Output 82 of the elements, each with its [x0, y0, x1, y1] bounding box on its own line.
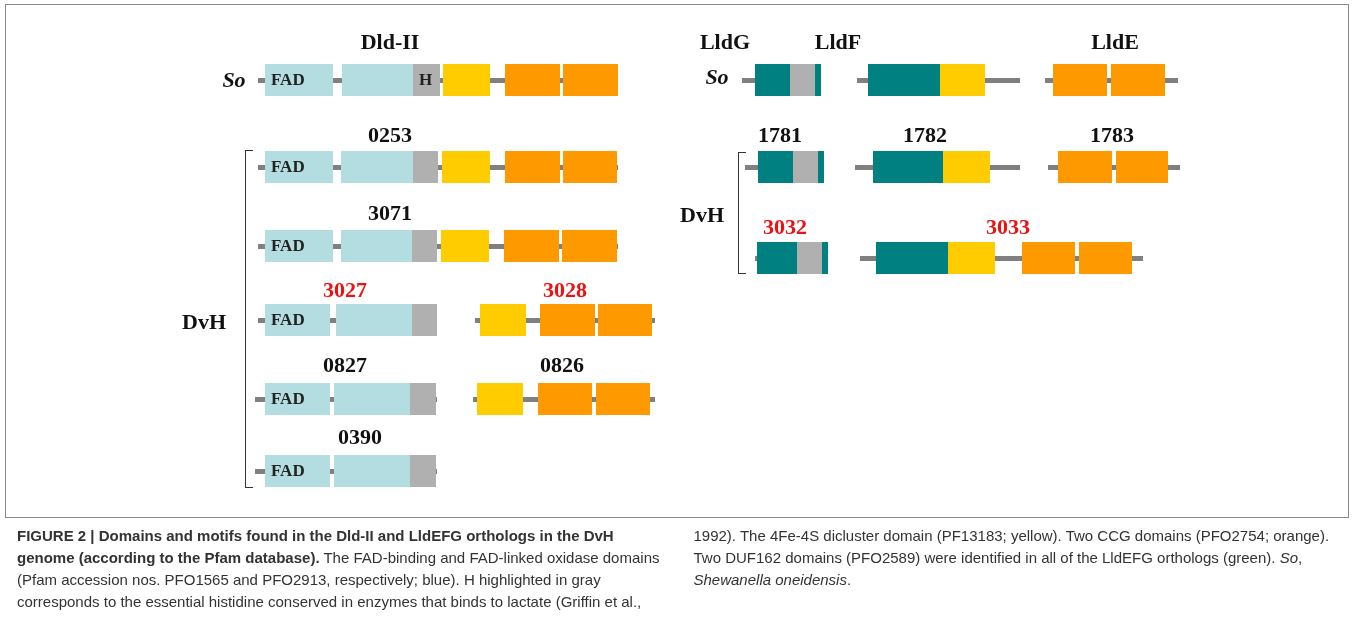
domain-box — [815, 64, 821, 96]
domain-box — [341, 151, 413, 183]
domain-box — [413, 64, 440, 96]
domain-label: FAD — [271, 236, 305, 256]
gene-label: 0390 — [338, 424, 382, 450]
gene-label: So — [222, 67, 246, 93]
gene-label: 0253 — [368, 122, 412, 148]
domain-box — [793, 151, 818, 183]
domain-box — [818, 151, 824, 183]
gene-label: DvH — [680, 202, 724, 228]
domain-label: FAD — [271, 389, 305, 409]
domain-box — [480, 304, 526, 336]
domain-box — [441, 230, 489, 262]
domain-box — [562, 230, 617, 262]
gene-label: 3027 — [323, 277, 367, 303]
domain-box — [563, 151, 617, 183]
domain-box — [410, 455, 436, 487]
domain-box — [755, 64, 790, 96]
domain-box — [410, 383, 436, 415]
domain-box — [1116, 151, 1168, 183]
domain-box — [334, 455, 410, 487]
domain-box — [797, 242, 822, 274]
gene-label: So — [705, 64, 729, 90]
domain-box — [336, 304, 412, 336]
gene-label: 3028 — [543, 277, 587, 303]
domain-box — [1111, 64, 1165, 96]
domain-box — [790, 64, 815, 96]
domain-box — [868, 64, 940, 96]
domain-box — [1053, 64, 1107, 96]
domain-label: FAD — [271, 70, 305, 90]
gene-label: DvH — [182, 309, 226, 335]
domain-box — [596, 383, 650, 415]
domain-box — [443, 64, 490, 96]
domain-box — [265, 230, 333, 262]
figure-caption: FIGURE 2 | Domains and motifs found in the Dld-II and LldEFG orthologs in the DvH genome (according to the Pfam database). The FAD-binding and FAD-linked oxidase domains (Pfam accession nos. PFO1565 and PFO2913, respectively; blue). H highlighted in gray corresponds to the essential histidine conserved in enzymes that binds to lactate (Griffin et al., 1992). The 4Fe-4S dicluster domain (PF13183; yellow). Two CCG domains (PFO2754; orange). Two DUF162 domains (PFO2589) were identified in all of the LldEFG orthologs (green). So, Shewanella oneidensis. — [17, 526, 1331, 612]
domain-box — [413, 151, 438, 183]
domain-box — [943, 151, 990, 183]
domain-box — [1022, 242, 1075, 274]
gene-label: 3032 — [763, 214, 807, 240]
domain-box — [598, 304, 652, 336]
domain-box — [504, 230, 559, 262]
domain-box — [442, 151, 490, 183]
domain-box — [265, 383, 330, 415]
domain-box — [757, 242, 797, 274]
domain-box — [1079, 242, 1132, 274]
domain-box — [948, 242, 995, 274]
domain-label: FAD — [271, 310, 305, 330]
domain-box — [540, 304, 595, 336]
gene-label: LldG — [699, 29, 751, 55]
domain-box — [538, 383, 592, 415]
domain-box — [873, 151, 943, 183]
domain-box — [265, 64, 333, 96]
domain-box — [505, 151, 560, 183]
domain-box — [822, 242, 828, 274]
domain-box — [265, 455, 330, 487]
gene-label: 1783 — [1090, 122, 1134, 148]
gene-label: Dld-II — [360, 29, 420, 55]
gene-label: 3033 — [986, 214, 1030, 240]
domain-box — [412, 230, 437, 262]
domain-box — [334, 383, 410, 415]
gene-label: 0827 — [323, 352, 367, 378]
domain-box — [477, 383, 523, 415]
gene-label: 1782 — [903, 122, 947, 148]
domain-label: H — [419, 70, 433, 90]
domain-box — [342, 64, 413, 96]
gene-label: 0826 — [540, 352, 584, 378]
domain-box — [412, 304, 437, 336]
domain-box — [876, 242, 948, 274]
domain-label: FAD — [271, 157, 305, 177]
domain-box — [563, 64, 618, 96]
domain-box — [1058, 151, 1112, 183]
domain-box — [758, 151, 793, 183]
domain-box — [265, 304, 330, 336]
gene-label: 1781 — [758, 122, 802, 148]
gene-label: LldE — [1091, 29, 1139, 55]
domain-label: FAD — [271, 461, 305, 481]
domain-box — [505, 64, 560, 96]
gene-label: 3071 — [368, 200, 412, 226]
domain-box — [341, 230, 412, 262]
gene-label: LldF — [814, 29, 862, 55]
domain-box — [265, 151, 333, 183]
domain-box — [940, 64, 985, 96]
